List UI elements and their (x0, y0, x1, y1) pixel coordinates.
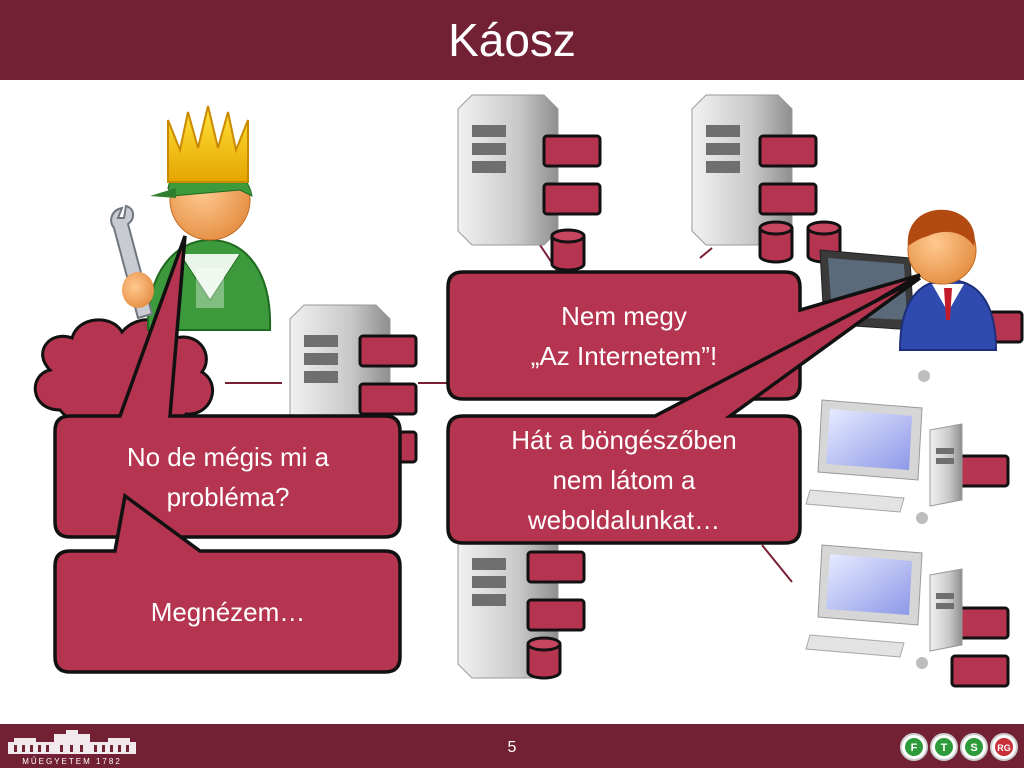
bubble-user-detail (446, 276, 922, 545)
bubble-user-complaint (446, 270, 921, 401)
user-complaint-text: Nem megy „Az Internetem”! (530, 301, 718, 371)
university-logo: MŰEGYETEM 1782 (8, 730, 136, 766)
component-box (950, 654, 1010, 688)
ftsrg-letter: RG (997, 743, 1011, 753)
page-number: 5 (507, 739, 517, 756)
admin-figure (110, 105, 272, 331)
network-links (225, 244, 793, 583)
title-bar (0, 0, 1024, 80)
crown-icon (167, 105, 249, 183)
bubble-admin-answer (53, 492, 402, 674)
svg-text:MŰEGYETEM 1782: MŰEGYETEM 1782 (22, 757, 122, 766)
ftsrg-letter: S (970, 742, 977, 754)
component-box (358, 382, 418, 416)
ftsrg-letter: F (911, 742, 918, 754)
database-icon (550, 228, 586, 272)
component-box (758, 182, 818, 216)
component-box (542, 134, 602, 168)
component-box (758, 134, 818, 168)
slide-title: Káosz (448, 14, 576, 66)
ftsrg-logo: F T S RG (900, 733, 1018, 761)
component-box (526, 550, 586, 584)
component-box (526, 598, 586, 632)
user-figure (898, 209, 998, 351)
ftsrg-letter: T (941, 742, 948, 754)
bubble-admin-question (53, 235, 402, 539)
footer-bar (0, 724, 1024, 768)
admin-answer-text: Megnézem… (150, 597, 306, 627)
client-pc (805, 399, 963, 525)
database-icon (758, 220, 794, 264)
database-icon (526, 636, 562, 680)
client-pc (805, 544, 963, 670)
component-box (358, 334, 418, 368)
server-top-middle (457, 94, 559, 246)
user-detail-text: Hát a böngészőben nem látom a weboldalun… (511, 425, 737, 535)
admin-question-text: No de mégis mi a probléma? (126, 442, 330, 512)
component-box (542, 182, 602, 216)
